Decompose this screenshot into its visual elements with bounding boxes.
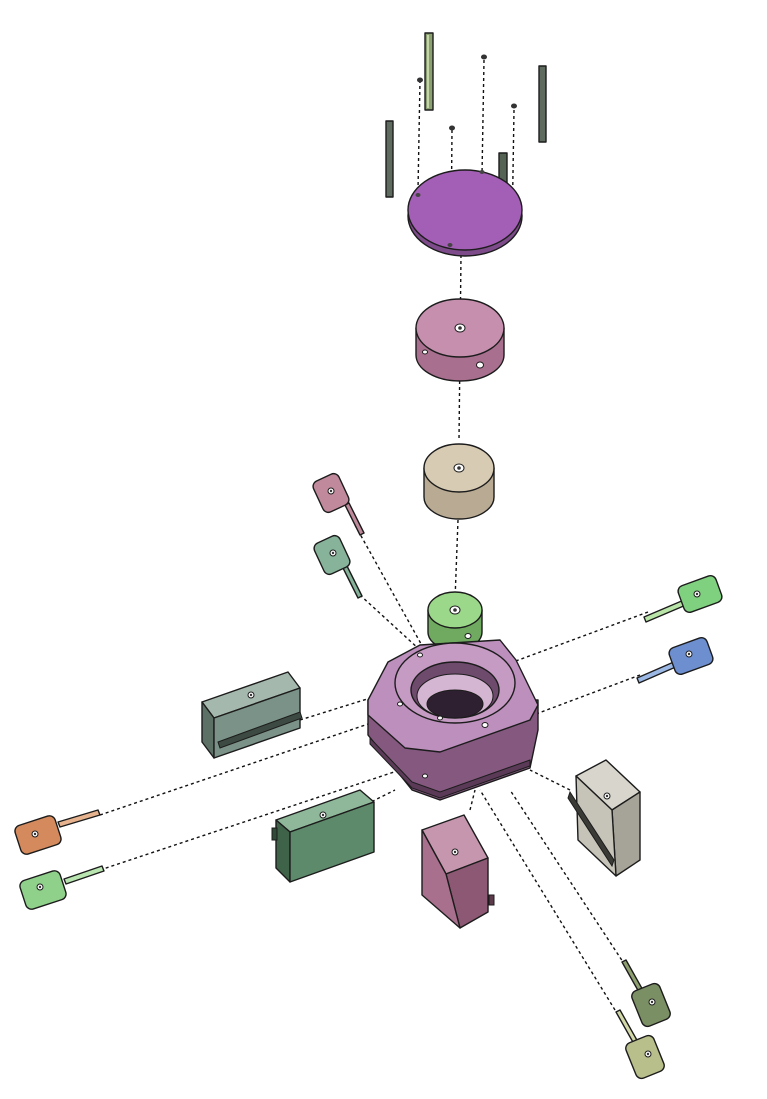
screw [417,77,423,83]
dowel-pin [385,120,394,198]
housing [367,639,539,801]
dowel-pin [424,32,434,111]
key-bottom-khaki [615,1009,665,1080]
guide-sleeve [427,591,483,651]
side-block-left-upper [201,671,303,759]
upper-bushing [415,298,505,382]
screw [449,125,455,131]
screw [511,103,517,109]
side-block-left-lower [271,789,375,883]
lower-bushing [423,443,495,520]
explosion-lines [99,59,649,1011]
key-top-left-pink [312,472,365,536]
dowel-pin [538,65,547,143]
key-right-blue [636,636,714,684]
screws [417,54,517,131]
key-top-left-green [313,534,363,599]
key-left-orange [14,809,101,855]
screw [481,54,487,60]
key-left-green [19,865,105,910]
side-block-right [567,759,641,877]
top-plate [407,169,523,257]
key-bottom-olive [621,959,671,1028]
key-right-green [643,574,723,623]
side-block-front [421,814,495,929]
